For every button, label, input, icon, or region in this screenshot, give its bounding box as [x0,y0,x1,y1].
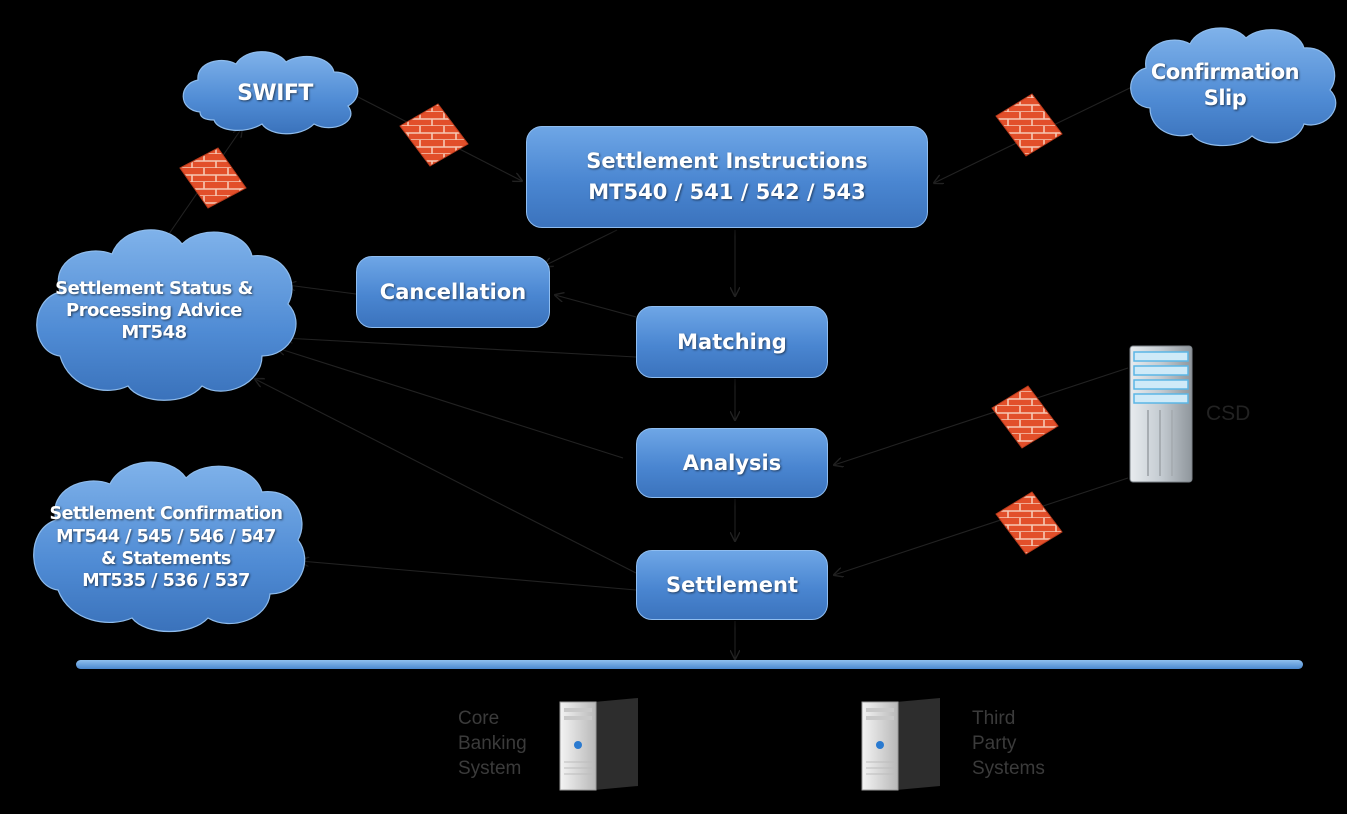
cloud-icon-confirmation-slip [1130,27,1337,147]
arrow-matching-to-cancellation [555,295,637,318]
core-banking-line-3: System [458,758,522,780]
cancellation-label: Cancellation [379,280,527,304]
csd-label: CSD [1206,400,1250,428]
cloud-icon-settlement-confirmation [33,461,306,633]
instructions-title: Settlement Instructions [586,148,868,173]
arrow-instructions-to-cancellation [544,229,618,266]
cloud-label-confirmation-slip: Confirmation Slip [1140,50,1310,122]
firewall-icon-csd-settlement [995,491,1063,555]
confirmation-slip-line-1: Confirmation [1150,60,1300,85]
cloud-icon-swift [182,51,359,135]
core-banking-line-2: Banking [458,733,527,755]
firewall-icon-swift-instructions [399,103,469,167]
cloud-label-swift: SWIFT [200,72,350,116]
server-icon-csd [1129,345,1193,483]
swift-text: SWIFT [237,80,313,106]
status-advice-line-2: Processing Advice [66,300,242,322]
instructions-codes: MT540 / 541 / 542 / 543 [588,180,866,204]
arrow-cancellation-to-status [287,285,357,295]
core-banking-line-1: Core [458,708,500,729]
arrow-matching-to-status [284,338,637,358]
settlement-confirmation-line-4: MT535 / 536 / 537 [82,571,250,592]
matching-label: Matching [677,330,787,354]
analysis-box: Analysis [636,428,828,498]
arrow-settlement-to-status [255,379,637,574]
settlement-box: Settlement [636,550,828,620]
third-party-line-3: Systems [972,758,1045,780]
server-icon-core-banking [559,698,638,791]
core-banking-label: Core Banking System [458,706,527,781]
firewall-icon-csd-analysis [991,385,1059,449]
cloud-label-status-advice: Settlement Status & Processing Advice MT… [34,266,274,356]
integration-bus [76,660,1303,669]
arrow-analysis-to-status [277,348,624,459]
settlement-instructions-box: Settlement Instructions MT540 / 541 / 54… [526,126,928,228]
firewall-icon-swift-status [179,147,247,209]
arrow-settlement-to-confirmation [300,561,637,591]
third-party-line-2: Party [972,733,1017,755]
cloud-icon-status-advice [36,229,297,401]
third-party-label: Third Party Systems [972,706,1045,781]
third-party-line-1: Third [972,708,1016,729]
csd-text: CSD [1206,402,1251,425]
cancellation-box: Cancellation [356,256,550,328]
status-advice-line-1: Settlement Status & [55,278,253,300]
settlement-confirmation-line-3: & Statements [101,549,231,569]
firewall-icon-slip-instructions [995,93,1063,157]
server-icon-third-party [861,698,940,791]
cloud-label-settlement-confirmation: Settlement Confirmation MT544 / 545 / 54… [26,492,306,604]
matching-box: Matching [636,306,828,378]
settlement-confirmation-line-2: MT544 / 545 / 546 / 547 [56,526,276,547]
analysis-label: Analysis [682,451,782,475]
arrow-csd-to-analysis [834,367,1129,465]
settlement-confirmation-line-1: Settlement Confirmation [49,504,283,525]
arrow-csd-to-settlement [834,477,1129,575]
confirmation-slip-line-2: Slip [1203,86,1247,110]
status-advice-line-3: MT548 [121,321,187,343]
settlement-label: Settlement [666,573,798,597]
